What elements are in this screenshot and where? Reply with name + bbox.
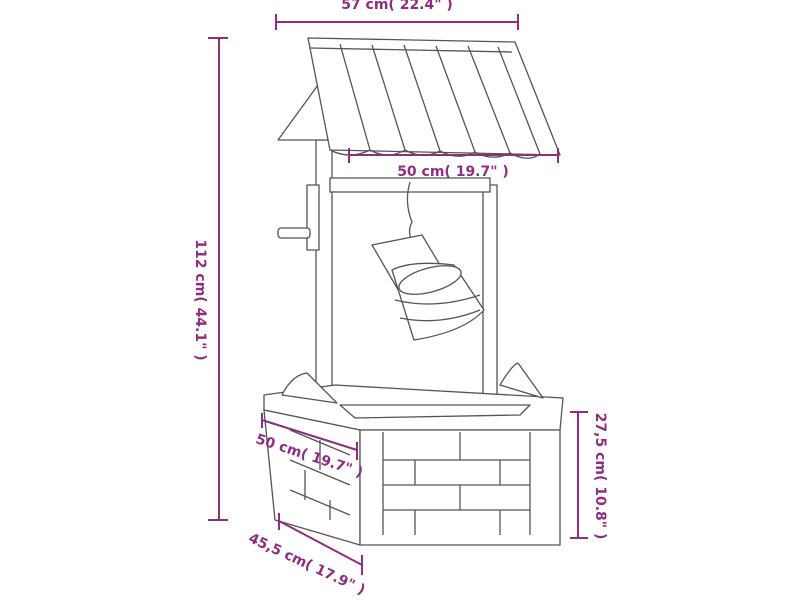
well-base — [263, 362, 564, 546]
base-height-label: 27,5 cm( 10.8" ) — [592, 413, 608, 540]
total-width-label: 57 cm( 22.4" ) — [341, 0, 453, 13]
well-drawing — [263, 37, 564, 546]
total-height-label: 112 cm( 44.1" ) — [192, 239, 208, 360]
bucket — [371, 234, 485, 341]
roof-depth-label: 50 cm( 19.7" ) — [397, 164, 509, 180]
dimension-lines — [208, 14, 588, 575]
roof — [307, 37, 561, 159]
